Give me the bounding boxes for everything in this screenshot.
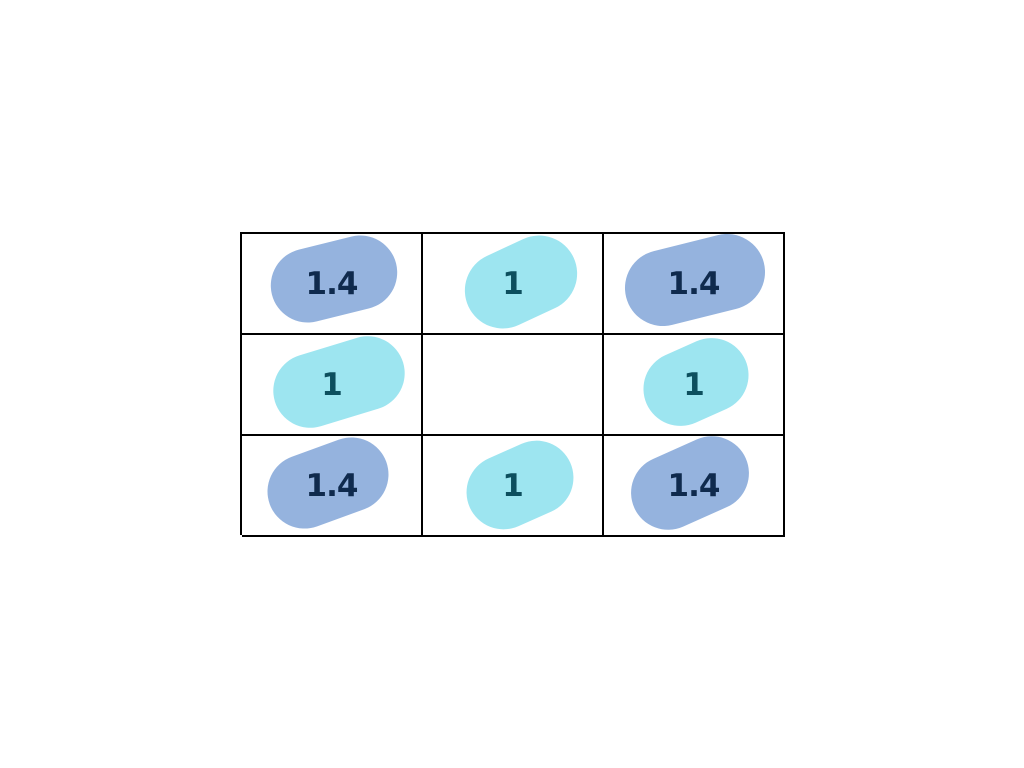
grid-cell: 1.4 xyxy=(242,227,423,335)
weight-label: 1.4 xyxy=(305,265,359,302)
weight-label: 1 xyxy=(502,467,524,504)
weight-label: 1.4 xyxy=(667,265,721,302)
weight-label: 1.4 xyxy=(667,467,721,504)
weight-label: 1 xyxy=(683,366,705,403)
grid-cell: 1 xyxy=(423,223,604,341)
grid-cell: 1 xyxy=(423,428,604,542)
weight-label: 1 xyxy=(321,366,343,403)
weight-label: 1 xyxy=(502,265,524,302)
grid-cell: 1.4 xyxy=(604,424,785,542)
weight-label: 1.4 xyxy=(305,467,359,504)
grid-cell xyxy=(423,335,604,436)
grid-cell: 1 xyxy=(242,327,423,437)
grid-cell: 1.4 xyxy=(242,427,423,539)
kernel-grid: 1.4 1 1.4 1 1 1.4 1 1.4 xyxy=(240,223,785,542)
grid-cell: 1.4 xyxy=(604,225,785,335)
grid-cell: 1 xyxy=(604,326,785,438)
